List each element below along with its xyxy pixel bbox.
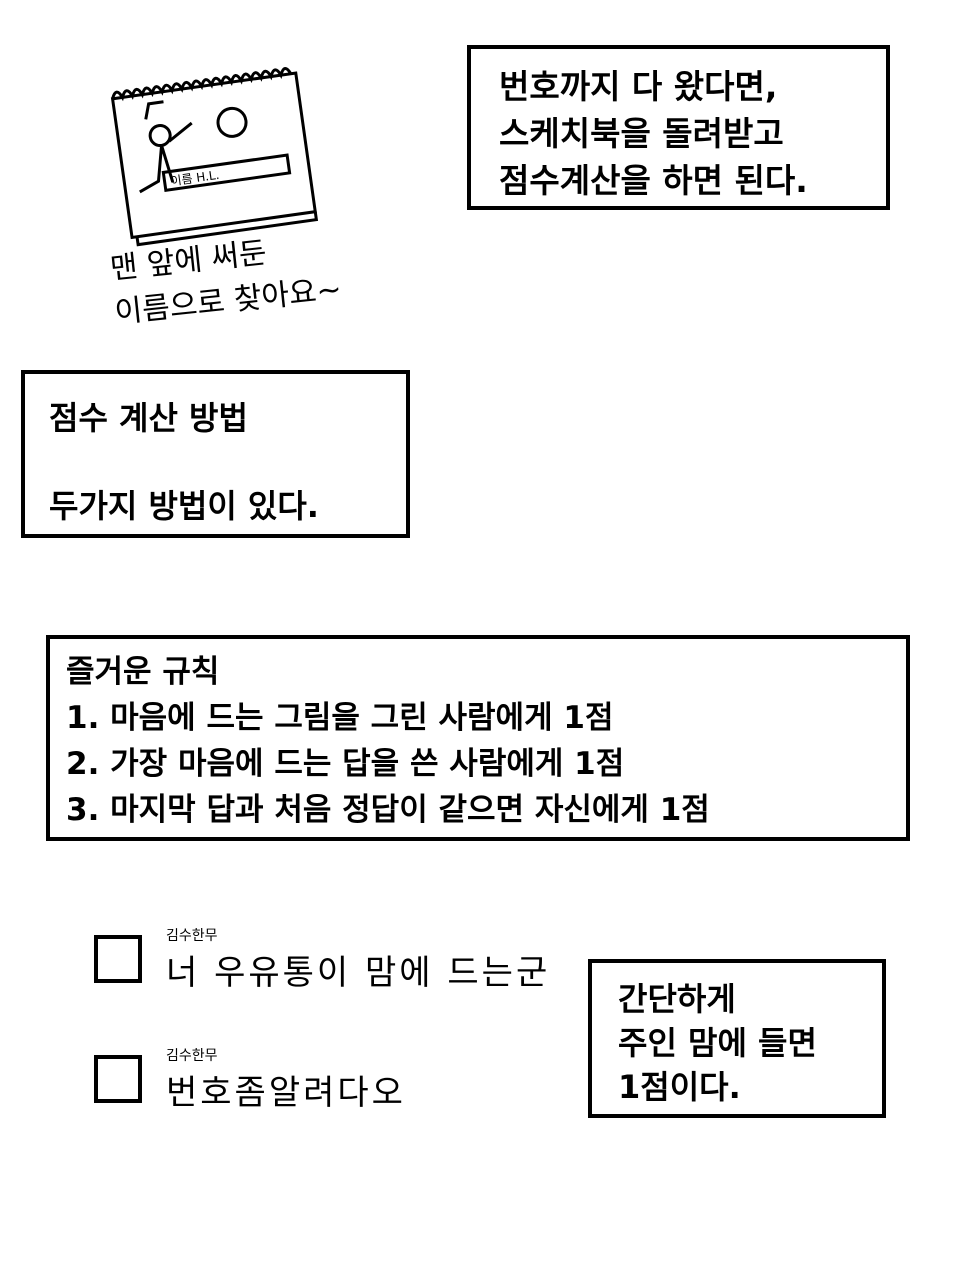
- rule-item: 1. 마음에 드는 그림을 그린 사람에게 1점: [66, 700, 614, 736]
- rules-box: 즐거운 규칙 1. 마음에 드는 그림을 그린 사람에게 1점 2. 가장 마음…: [46, 635, 910, 841]
- scoring-body: 두가지 방법이 있다.: [49, 487, 319, 525]
- avatar: [94, 935, 142, 983]
- svg-text:이름 H.L.: 이름 H.L.: [170, 168, 221, 189]
- rule-item: 2. 가장 마음에 드는 답을 쓴 사람에게 1점: [66, 746, 625, 782]
- narration-line: 번호까지 다 왔다면,: [499, 67, 778, 106]
- narration-box-simple-rule: 간단하게 주인 맘에 들면 1점이다.: [588, 959, 886, 1118]
- narration-box-scoring-method: 점수 계산 방법 두가지 방법이 있다.: [21, 370, 410, 538]
- chat-username: 김수한무: [166, 1048, 218, 1064]
- rule-item: 3. 마지막 답과 처음 정답이 같으면 자신에게 1점: [66, 792, 710, 828]
- narration-line: 간단하게: [618, 980, 736, 1018]
- narration-box-return-sketchbook: 번호까지 다 왔다면, 스케치북을 돌려받고 점수계산을 하면 된다.: [467, 45, 890, 210]
- avatar: [94, 1055, 142, 1103]
- chat-username: 김수한무: [166, 928, 218, 944]
- narration-line: 점수계산을 하면 된다.: [499, 161, 808, 200]
- scoring-title: 점수 계산 방법: [49, 399, 248, 437]
- rules-title: 즐거운 규칙: [66, 654, 220, 690]
- narration-line: 1점이다.: [618, 1068, 741, 1106]
- narration-line: 스케치북을 돌려받고: [499, 114, 784, 153]
- sketchbook-illustration: 이름 H.L.: [110, 67, 319, 247]
- chat-text: 번호좀알려다오: [166, 1073, 406, 1113]
- narration-line: 주인 맘에 들면: [618, 1024, 817, 1062]
- chat-text: 너 우유통이 맘에 드는군: [166, 953, 551, 993]
